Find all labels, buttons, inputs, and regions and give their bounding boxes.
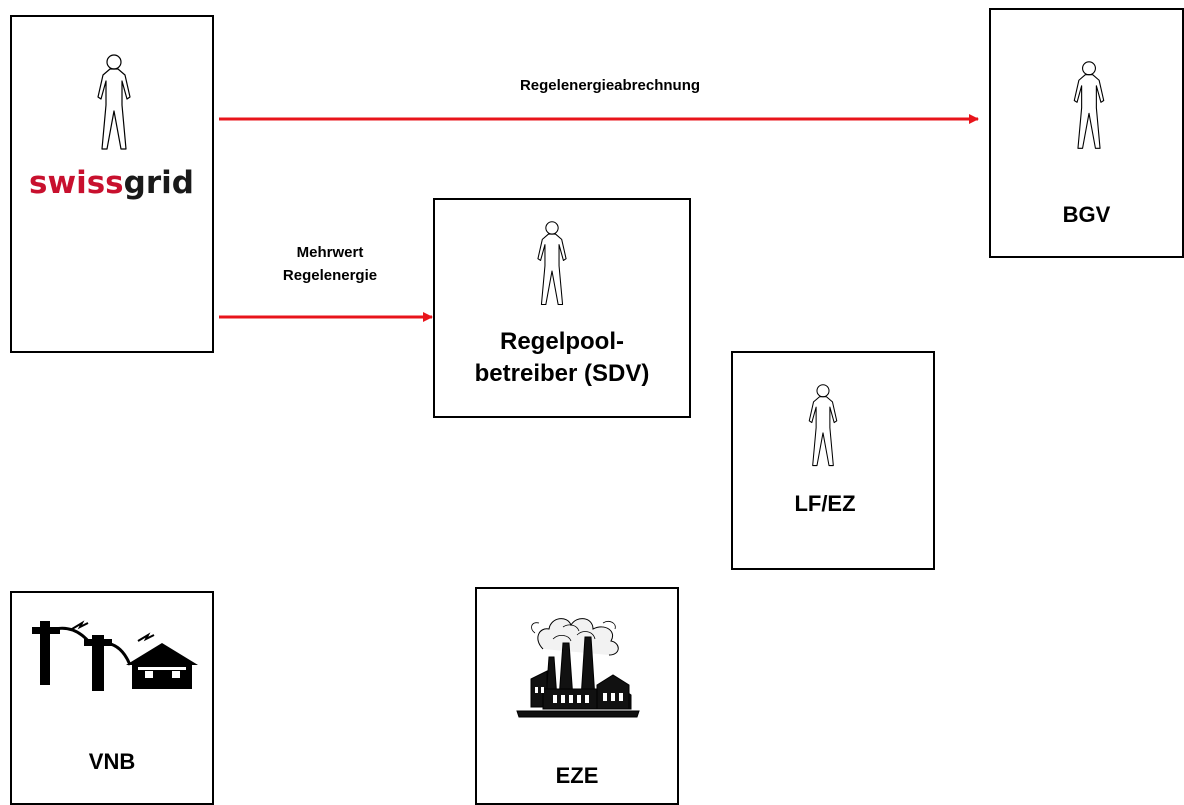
node-label-line2: betreiber (SDV) [474, 360, 650, 387]
logo-swiss: swiss [29, 165, 124, 201]
node-label-regelpool: Regelpool- betreiber (SDV) [435, 326, 689, 390]
node-lf-ez: LF/EZ [731, 351, 935, 570]
edge-label-line2: Regelenergie [282, 267, 378, 284]
node-vnb: VNB [10, 591, 214, 805]
edge-label-regelenergieabrechnung: Regelenergieabrechnung [440, 74, 780, 97]
person-icon [1073, 61, 1105, 149]
person-icon [537, 221, 567, 306]
edge-label-mehrwert-regelenergie: Mehrwert Regelenergie [250, 241, 410, 287]
node-label-bgv: BGV [1062, 202, 1111, 227]
person-icon [808, 384, 838, 467]
power-grid-house-icon [32, 620, 198, 691]
edge-label-text: Regelenergieabrechnung [519, 77, 701, 94]
person-icon [97, 54, 131, 150]
node-bgv: BGV [989, 8, 1184, 258]
node-label-line1: Regelpool- [500, 328, 624, 355]
node-label-lfez: LF/EZ [794, 491, 856, 516]
node-swissgrid: swissgrid [10, 15, 214, 353]
edge-label-line1: Mehrwert [296, 244, 364, 261]
node-label-eze: EZE [555, 763, 599, 788]
swissgrid-logo: swissgrid [29, 165, 194, 201]
factory-icon [516, 618, 640, 718]
node-eze: EZE [475, 587, 679, 805]
node-label-vnb: VNB [88, 749, 136, 774]
node-regelpoolbetreiber: Regelpool- betreiber (SDV) [433, 198, 691, 418]
logo-grid: grid [123, 165, 194, 201]
